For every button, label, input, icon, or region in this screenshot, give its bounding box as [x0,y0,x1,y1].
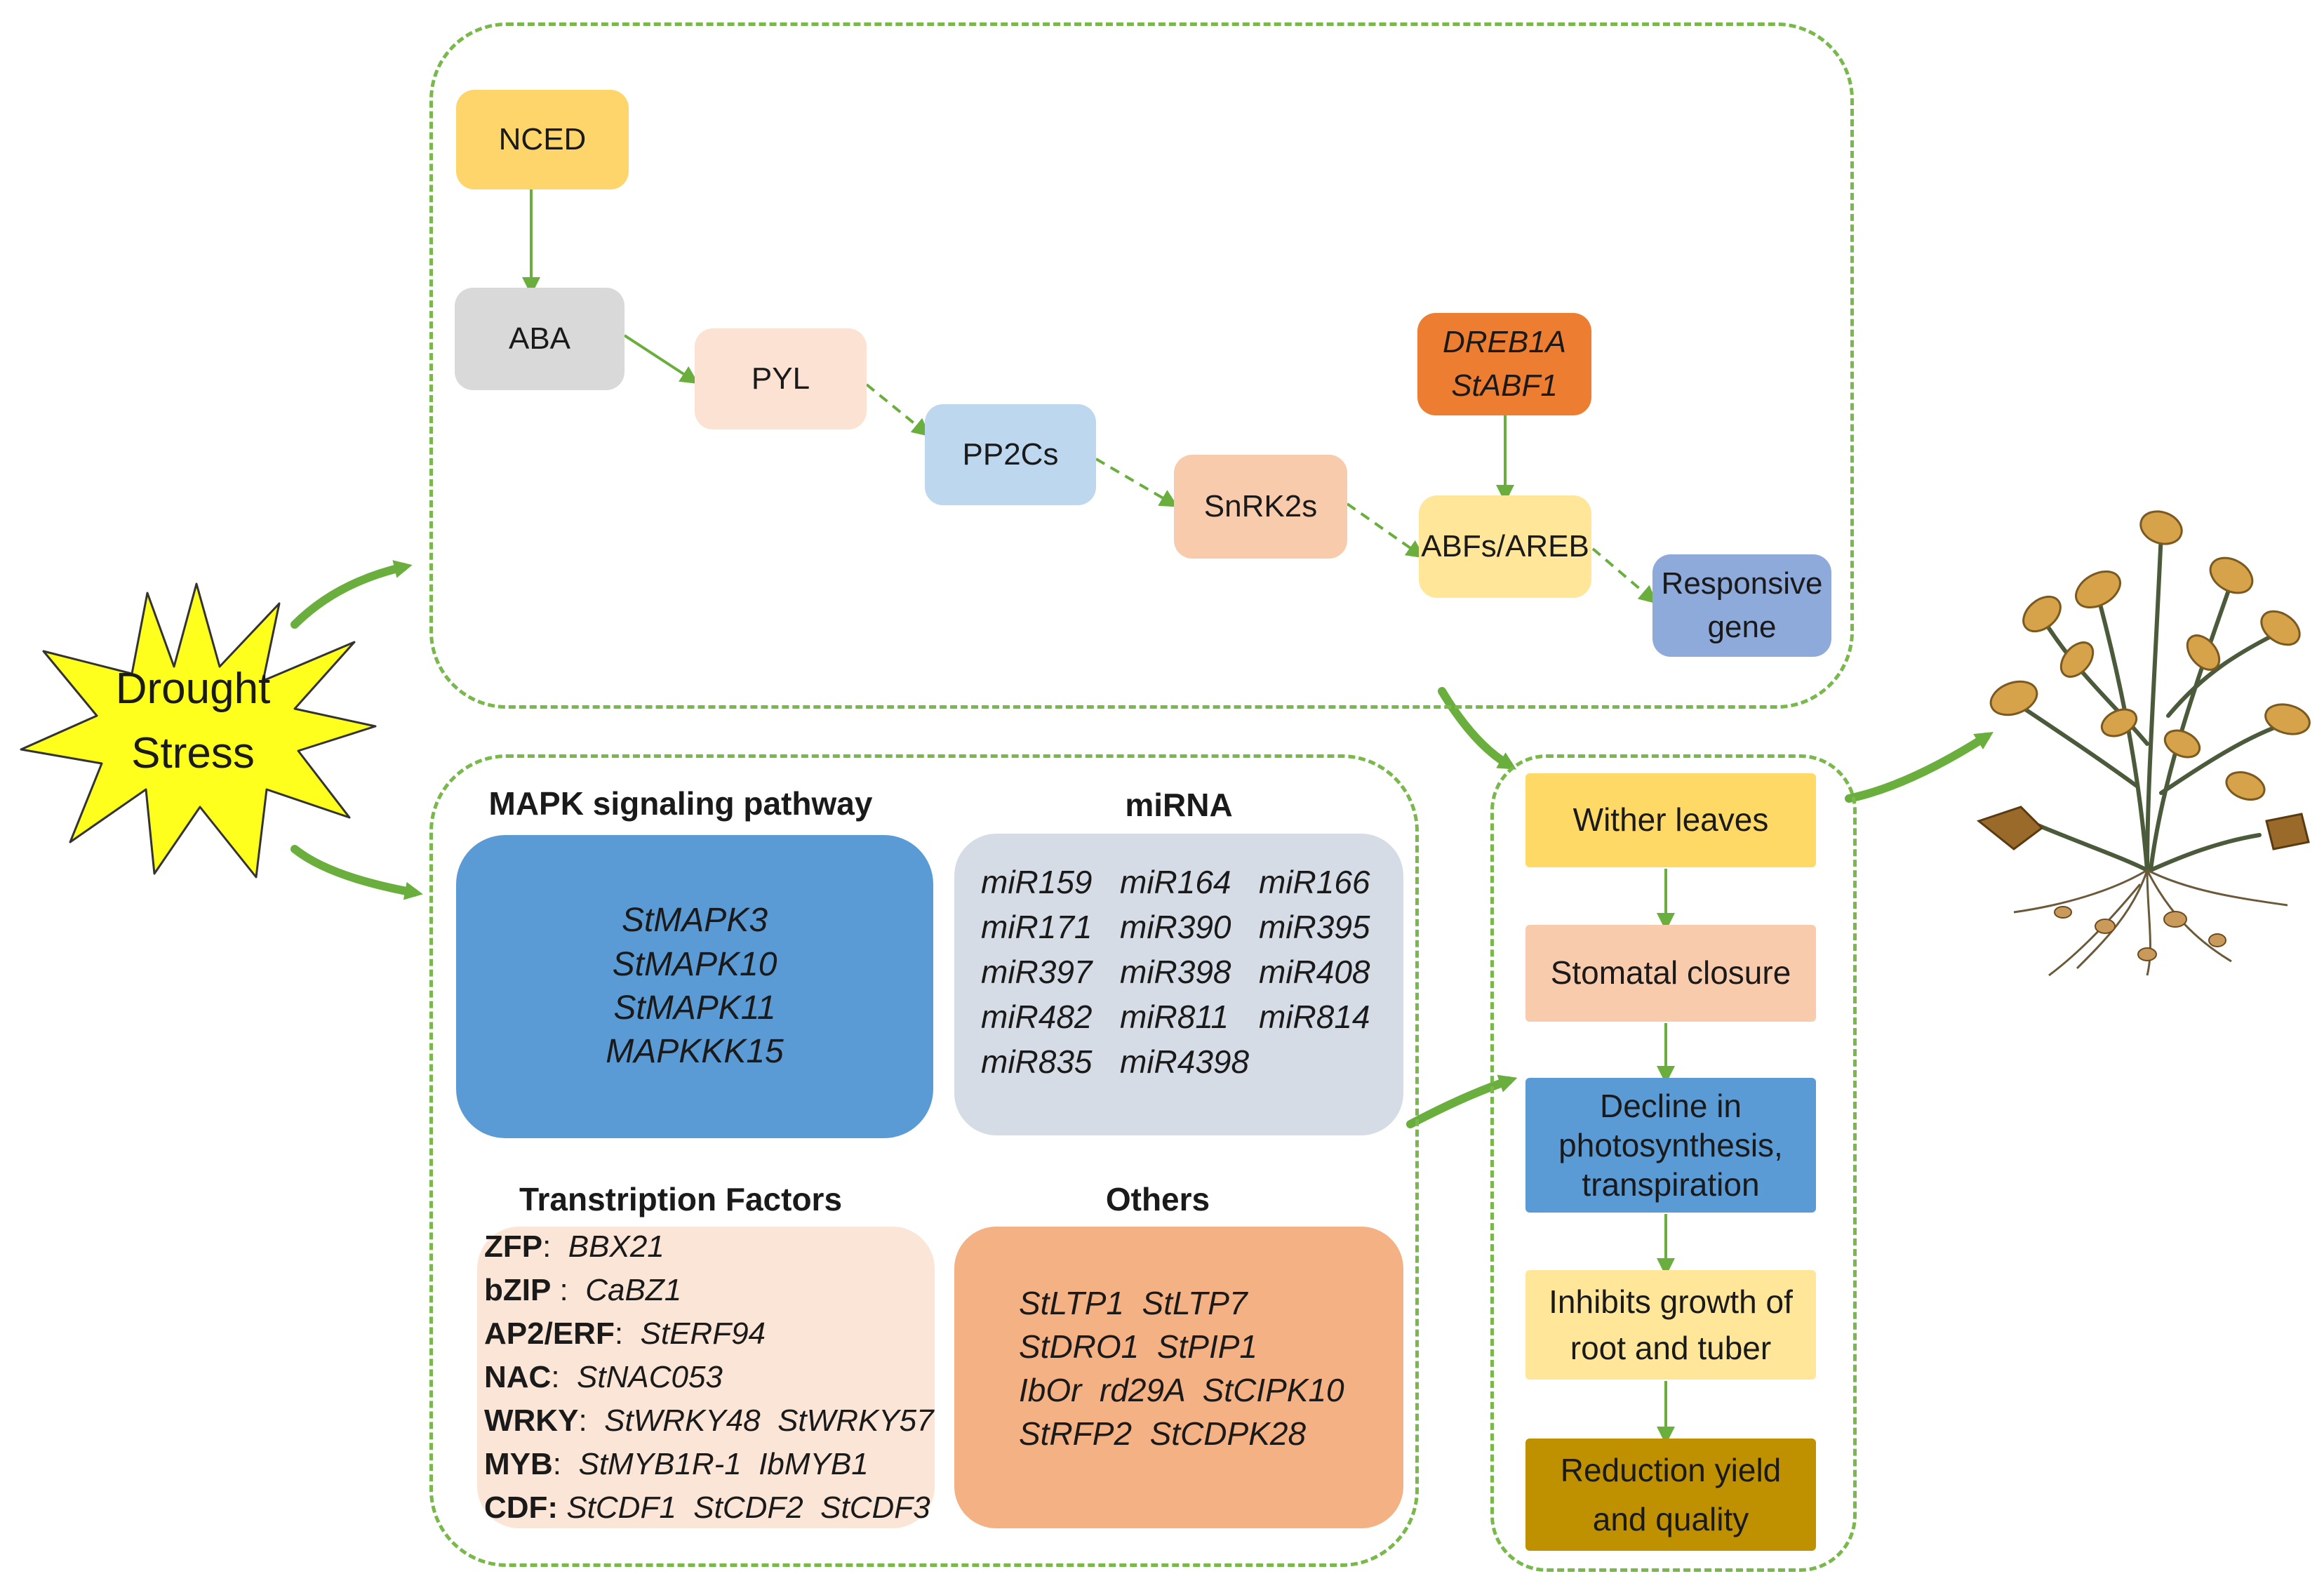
arrow-snrk2s-abfs [1346,502,1425,559]
arrow-aba-frame-results [1438,687,1517,770]
pyl-node: PYL [695,328,867,429]
regulators-frame [429,754,1419,1567]
responsive-line2: gene [1707,610,1777,644]
decline-line3: transpiration [1582,1166,1760,1203]
mirna-heading: miRNA [1125,787,1233,823]
mapk-gene: StMAPK10 [612,945,777,983]
arrow-aba-pyl [623,334,699,385]
drought-stress-line1: Drought [115,665,271,713]
tf-genes: StCDF1 StCDF2 StCDF3 [566,1490,930,1525]
others-heading: Others [1105,1181,1210,1217]
mirna-item: miR159 [981,864,1093,900]
mapk-gene-box: StMAPK3 StMAPK10 StMAPK11 MAPKKK15 [456,835,933,1138]
tf-heading: Transtription Factors [519,1181,843,1217]
mirna-box [954,834,1403,1135]
tf-list: ZFP: BBX21 bZIP : CaBZ1 AP2/ERF: StERF94… [484,1225,940,1530]
tf-family: CDF: [484,1490,559,1525]
decline-box: Decline in photosynthesis, transpiration [1525,1078,1816,1213]
snrk2s-node: SnRK2s [1174,455,1347,559]
arrow-stress-lower-frame [290,845,423,900]
mapk-gene: StMAPK11 [613,989,776,1027]
arrow-lower-frame-results [1406,1074,1518,1128]
inhibits-line1: Inhibits growth of [1549,1283,1793,1320]
tf-genes: StERF94 [640,1316,766,1351]
aba-pathway-frame [429,22,1854,709]
mirna-item: miR390 [1120,909,1231,945]
responsive-line1: Responsive [1661,566,1823,601]
decline-line2: photosynthesis, [1558,1127,1783,1163]
others-line: IbOr rd29A StCIPK10 [1019,1372,1344,1408]
arrow-pyl-pp2cs [865,383,931,437]
mirna-item: miR166 [1259,864,1370,900]
arrow-stress-aba-frame [290,560,413,629]
arrow-abfs-responsive [1591,547,1657,604]
mapk-gene: MAPKKK15 [606,1033,784,1071]
wither-leaves-box: Wither leaves [1525,773,1816,867]
nced-node: NCED [456,90,629,189]
tf-row: MYB: StMYB1R-1 IbMYB1 [484,1447,869,1481]
aba-node: ABA [455,288,625,390]
tf-row: AP2/ERF: StERF94 [484,1316,766,1351]
tf-family: WRKY [484,1403,579,1438]
tf-genes: StMYB1R-1 IbMYB1 [578,1447,869,1481]
mapk-heading: MAPK signaling pathway [488,785,873,822]
mirna-item: miR811 [1120,999,1229,1035]
pp2cs-node: PP2Cs [925,404,1096,505]
decline-line1: Decline in [1600,1088,1742,1124]
mirna-item: miR814 [1259,999,1370,1035]
reduction-yield-box: Reduction yield and quality [1525,1439,1816,1551]
stabf1-label: StABF1 [1451,368,1558,403]
tf-row: ZFP: BBX21 [484,1229,665,1264]
arrow-results-plant [1845,732,1994,803]
reduction-line2: and quality [1592,1501,1749,1537]
tf-genes: BBX21 [568,1229,665,1264]
phenotype-frame [1490,754,1857,1572]
tf-genes: CaBZ1 [585,1273,682,1307]
tf-row: bZIP : CaBZ1 [484,1273,682,1307]
mapk-gene: StMAPK3 [621,902,768,940]
mirna-item: miR397 [981,954,1093,990]
mirna-item: miR408 [1259,954,1370,990]
others-line: StRFP2 StCDPK28 [1019,1415,1307,1452]
dreb1a-stabf1-node: DREB1A StABF1 [1417,313,1591,415]
tf-family: MYB [484,1447,553,1481]
mirna-item: miR171 [981,909,1093,945]
mirna-item: miR398 [1120,954,1231,990]
others-box [954,1227,1403,1528]
responsive-gene-node: Responsive gene [1652,554,1831,657]
mirna-item: miR835 [981,1043,1093,1080]
tf-family: NAC [484,1360,552,1394]
inhibits-growth-box: Inhibits growth of root and tuber [1525,1270,1816,1380]
tf-genes: StWRKY48 StWRKY57 [604,1403,934,1438]
reduction-line1: Reduction yield [1560,1452,1782,1488]
mirna-grid: miR159 miR164 miR166 miR171 miR390 miR39… [981,863,1378,1081]
drought-starburst-icon [20,582,377,879]
tf-row: CDF: StCDF1 StCDF2 StCDF3 [484,1486,940,1530]
mirna-item: miR164 [1120,864,1231,900]
mirna-item: miR482 [981,999,1093,1035]
abfs-areb-node: ABFs/AREB [1419,495,1591,598]
tf-row: WRKY: StWRKY48 StWRKY57 [484,1403,934,1438]
tf-genes: StNAC053 [577,1360,723,1394]
others-list: StLTP1 StLTP7 StDRO1 StPIP1 IbOr rd29A S… [1019,1281,1344,1455]
stomatal-closure-box: Stomatal closure [1525,925,1816,1022]
tf-row: NAC: StNAC053 [484,1360,723,1394]
others-line: StLTP1 StLTP7 [1019,1285,1248,1321]
tf-box [477,1227,935,1528]
others-line: StDRO1 StPIP1 [1019,1328,1258,1365]
tf-family: AP2/ERF [484,1316,615,1351]
arrow-pp2cs-snrk2s [1095,458,1179,507]
tf-family: bZIP [484,1273,552,1307]
drought-stress-label: Drought Stress [60,651,326,792]
drought-stress-line2: Stress [131,729,255,778]
mirna-item: miR4398 [1120,1043,1250,1080]
mirna-item: miR395 [1259,909,1370,945]
tf-family: ZFP [484,1229,543,1264]
inhibits-line2: root and tuber [1570,1330,1772,1366]
withered-potato-plant-icon [1976,510,2311,977]
dreb1a-label: DREB1A [1442,325,1567,359]
